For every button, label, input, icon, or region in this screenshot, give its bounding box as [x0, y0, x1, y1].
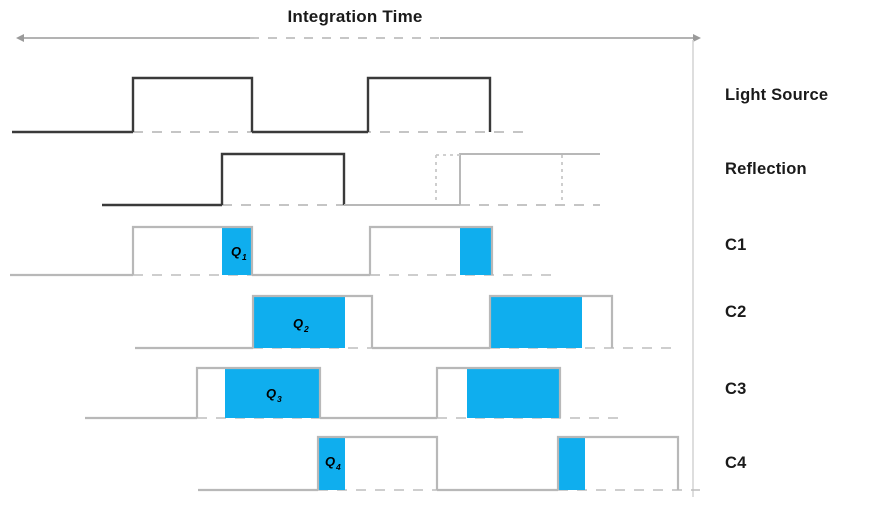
- c3-charge-fill-2: [467, 368, 560, 418]
- signal-row-c4: Q 4 C4: [198, 435, 747, 492]
- c1-charge-fill-2: [460, 227, 492, 275]
- charge-label-q2: Q: [293, 316, 303, 331]
- c3-charge-fill-1: [225, 368, 320, 418]
- c3-pulse-1: [195, 366, 322, 418]
- signal-row-light-source: Light Source: [12, 76, 828, 134]
- signal-row-reflection: Reflection: [102, 152, 807, 207]
- charge-sub-q2: 2: [303, 324, 309, 334]
- c4-charge-fill-2: [558, 437, 585, 490]
- charge-label-q1: Q: [231, 244, 241, 259]
- c1-charge-fill-1: [222, 227, 252, 275]
- signal-row-c3: Q 3 C3: [85, 366, 747, 420]
- c2-charge-fill-1: [253, 296, 345, 348]
- c2-pulse-2: [488, 294, 614, 348]
- c2-pulse-1: [251, 294, 374, 348]
- charge-label-q3: Q: [266, 386, 276, 401]
- c3-pulse-2: [435, 366, 562, 418]
- c1-pulse-1: [131, 225, 254, 275]
- row-label-c4: C4: [725, 454, 747, 472]
- charge-sub-q4: 4: [335, 462, 341, 472]
- charge-sub-q3: 3: [277, 394, 282, 404]
- row-label-light-source: Light Source: [725, 86, 828, 104]
- page-title: Integration Time: [287, 7, 422, 26]
- c4-pulse-2: [556, 435, 680, 490]
- reflection-pulse-2-ghost: [459, 153, 600, 205]
- charge-label-q4: Q: [325, 454, 335, 469]
- c4-charge-fill-1: [318, 437, 345, 490]
- reflection-pulse-1: [220, 152, 346, 205]
- row-label-c2: C2: [725, 303, 747, 321]
- signal-row-c1: Q 1 C1: [10, 225, 747, 277]
- signal-row-c2: Q 2 C2: [135, 294, 747, 350]
- light-source-pulse-1: [131, 76, 254, 132]
- row-label-reflection: Reflection: [725, 160, 807, 178]
- row-label-c1: C1: [725, 236, 747, 254]
- charge-sub-q1: 1: [242, 252, 247, 262]
- c4-pulse-1: [316, 435, 439, 490]
- row-label-c3: C3: [725, 380, 747, 398]
- c2-charge-fill-2: [490, 296, 582, 348]
- light-source-pulse-2: [366, 76, 492, 132]
- c1-pulse-2: [368, 225, 494, 275]
